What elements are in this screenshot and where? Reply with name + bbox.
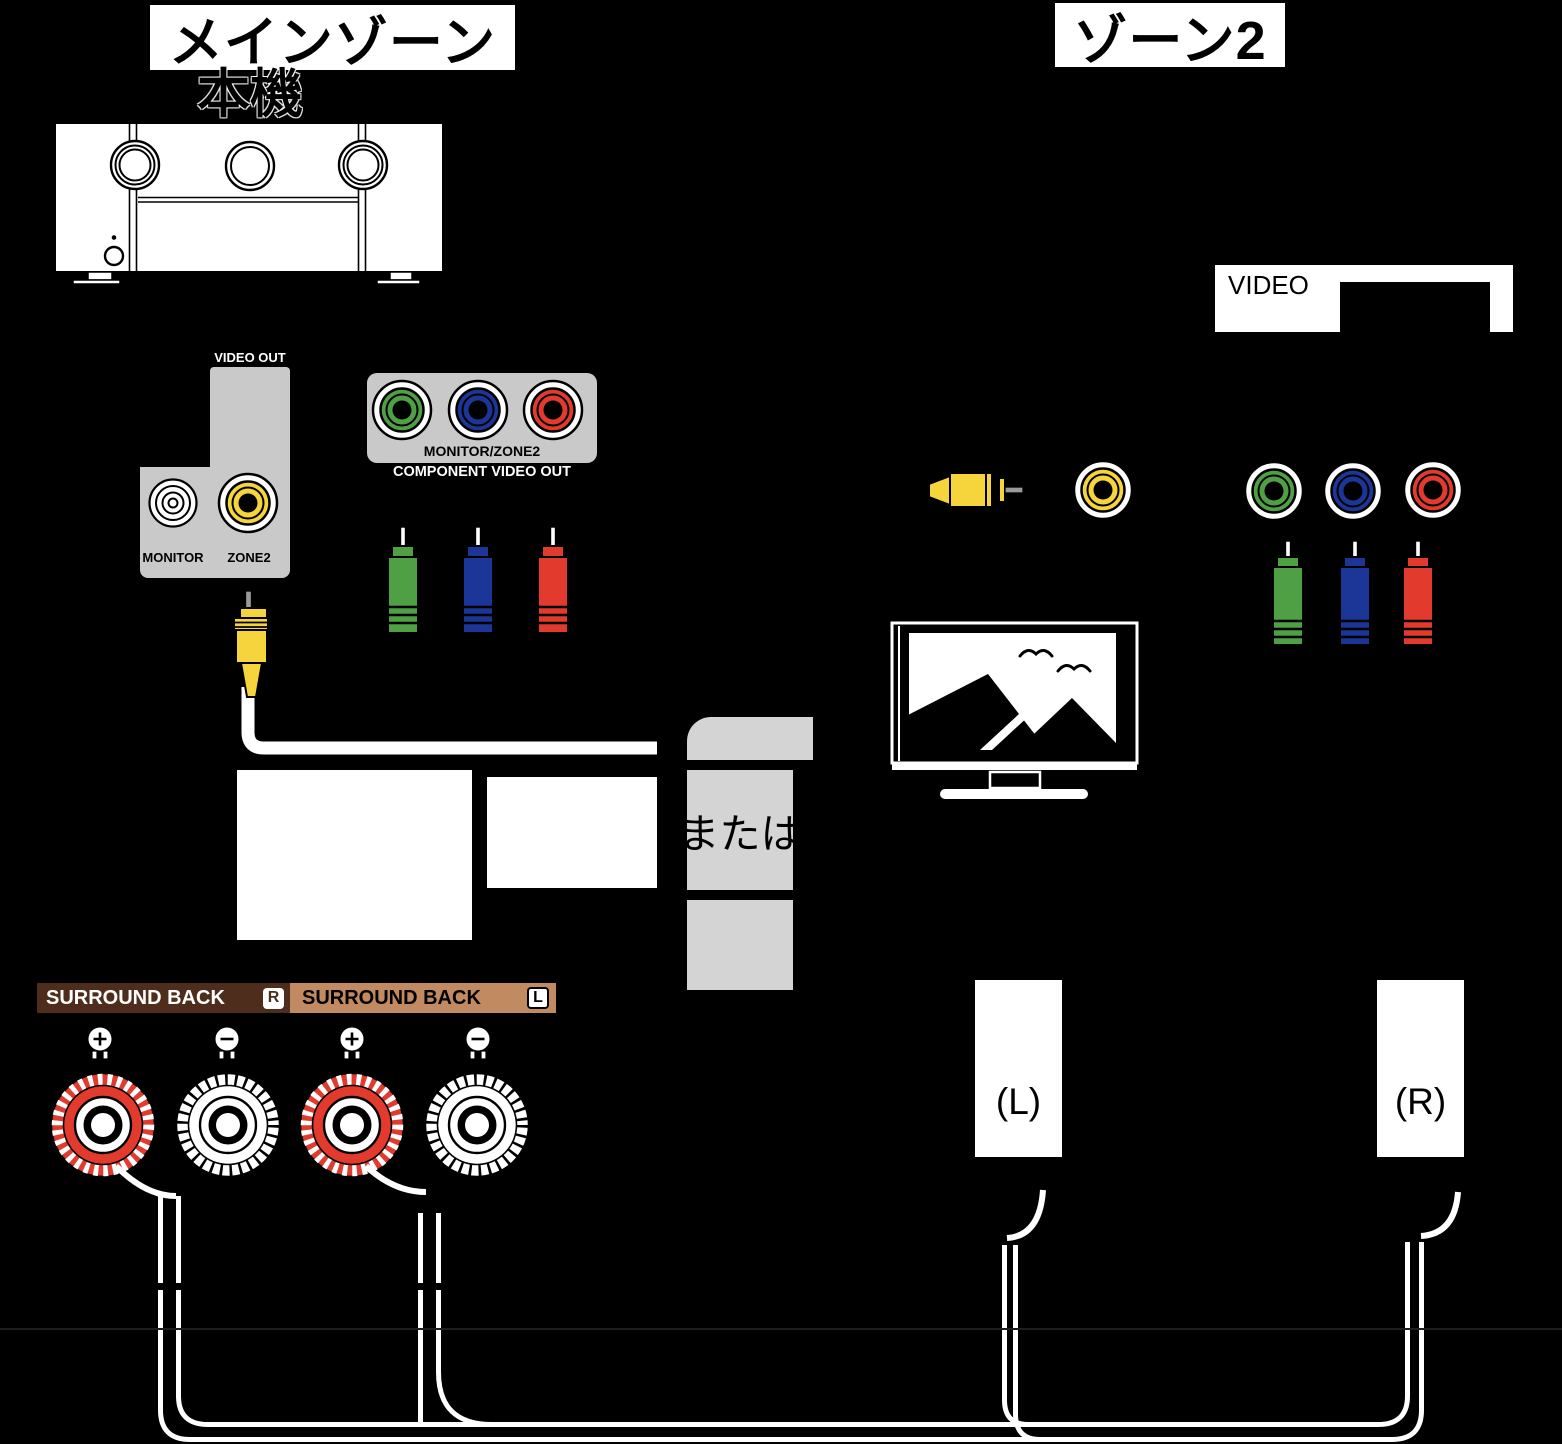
polarity-plus-icon xyxy=(86,1025,114,1060)
receiver-icon xyxy=(54,122,444,285)
faint-guide-line xyxy=(0,1328,1562,1330)
tv-bird-icon xyxy=(1056,664,1092,673)
receiver-knob-center xyxy=(224,140,276,192)
video-out-panel-title: VIDEO OUT xyxy=(214,350,286,365)
tv-icon xyxy=(890,621,1139,799)
receiver-feet xyxy=(72,271,421,285)
main-zone-title: メインゾーン xyxy=(168,13,497,73)
speaker-cables xyxy=(113,1163,1461,1442)
surround-back-l-band: SURROUND BACK L xyxy=(290,983,556,1013)
zone2-title-strip: ゾーン2 xyxy=(1055,3,1285,71)
component-jacks-label: MONITOR/ZONE2 xyxy=(423,443,541,459)
surround-back-l-badge: L xyxy=(527,987,549,1009)
zone2-component-plug-green-icon xyxy=(1272,540,1304,646)
component-plug-blue-icon xyxy=(462,526,494,634)
video-out-panel-top xyxy=(210,367,290,467)
device-label: 本機 xyxy=(197,65,303,124)
zone2-title: ゾーン2 xyxy=(1073,10,1267,71)
callout-block-1 xyxy=(237,770,472,940)
cable-sbr-inner xyxy=(176,1196,1410,1427)
or-label: または xyxy=(678,811,802,857)
zone2-component-green-jack-icon xyxy=(1243,460,1305,522)
tv-bird-icon xyxy=(1018,649,1054,658)
cable-sbr-outer xyxy=(158,1192,1424,1442)
cable-speaker-l-arc xyxy=(1006,1189,1046,1241)
zone2-component-blue-jack-icon xyxy=(1322,460,1384,522)
cable-sbl-inner xyxy=(436,1213,493,1427)
zone2-tv-video-plug-icon xyxy=(928,472,1024,508)
receiver-power-led xyxy=(111,235,117,240)
speaker-right-label: (R) xyxy=(1394,1081,1447,1122)
zone2-video-jack-icon xyxy=(217,472,279,534)
monitor-jack-icon xyxy=(148,478,198,528)
surround-back-r-label: SURROUND BACK xyxy=(46,986,225,1009)
component-out-blue-jack-icon xyxy=(447,379,509,441)
zone2-jack-label: ZONE2 xyxy=(227,550,271,565)
zone2-component-red-jack-icon xyxy=(1402,459,1464,521)
speaker-left-label: (L) xyxy=(995,1081,1042,1122)
zone2-component-plug-blue-icon xyxy=(1339,540,1371,646)
or-divider-top xyxy=(687,717,813,760)
tv-stand-base xyxy=(940,789,1088,799)
zone2-tv-video-jack-icon xyxy=(1072,459,1134,521)
speaker-right-box: (R) xyxy=(1377,980,1464,1157)
terminal-sbr-minus xyxy=(174,1071,282,1179)
monitor-jack-label: MONITOR xyxy=(142,550,204,565)
main-zone-title-strip: メインゾーン xyxy=(150,5,515,73)
tv-stand-neck xyxy=(988,770,1042,790)
tv-mountain-2 xyxy=(1017,698,1117,750)
surround-back-r-band: SURROUND BACK R xyxy=(37,983,290,1013)
or-divider-bottom xyxy=(687,900,793,990)
or-divider-middle: または xyxy=(679,770,802,890)
cable-break xyxy=(408,1283,454,1290)
cable-speaker-r-arc xyxy=(1420,1191,1461,1239)
receiver-power-button xyxy=(103,245,125,267)
zone2-video-plug-icon xyxy=(233,590,269,698)
video-label-cutout xyxy=(1340,282,1490,332)
surround-back-l-label: SURROUND BACK xyxy=(302,986,481,1009)
component-out-green-jack-icon xyxy=(371,379,433,441)
surround-back-r-badge: R xyxy=(263,987,284,1009)
zone2-video-input-label-box: VIDEO xyxy=(1215,265,1513,332)
cable-break xyxy=(148,1283,192,1290)
component-plug-red-icon xyxy=(537,526,569,634)
polarity-plus-icon xyxy=(338,1025,366,1060)
receiver-knob-left xyxy=(109,139,161,191)
polarity-minus-icon xyxy=(464,1025,492,1060)
receiver-knob-right xyxy=(337,139,389,191)
polarity-minus-icon xyxy=(213,1025,241,1060)
cable-speaker-l-left xyxy=(1002,1245,1029,1427)
terminal-sbr-plus xyxy=(49,1071,157,1179)
tv-slope-highlight xyxy=(980,702,1044,750)
cable-speaker-l-right xyxy=(1013,1245,1041,1442)
video-label: VIDEO xyxy=(1228,270,1309,300)
component-plug-green-icon xyxy=(387,526,419,634)
zone2-component-plug-red-icon xyxy=(1402,540,1434,646)
zone2-video-cable xyxy=(241,687,657,755)
cable-sbr-curve xyxy=(113,1163,177,1199)
component-panel-title: COMPONENT VIDEO OUT xyxy=(392,464,572,480)
speaker-left-box: (L) xyxy=(975,980,1062,1157)
callout-block-2 xyxy=(487,777,657,888)
terminal-sbl-minus xyxy=(423,1071,531,1179)
cable-sbl-curve xyxy=(363,1163,427,1195)
terminal-sbl-plus xyxy=(298,1071,406,1179)
component-out-red-jack-icon xyxy=(522,379,584,441)
